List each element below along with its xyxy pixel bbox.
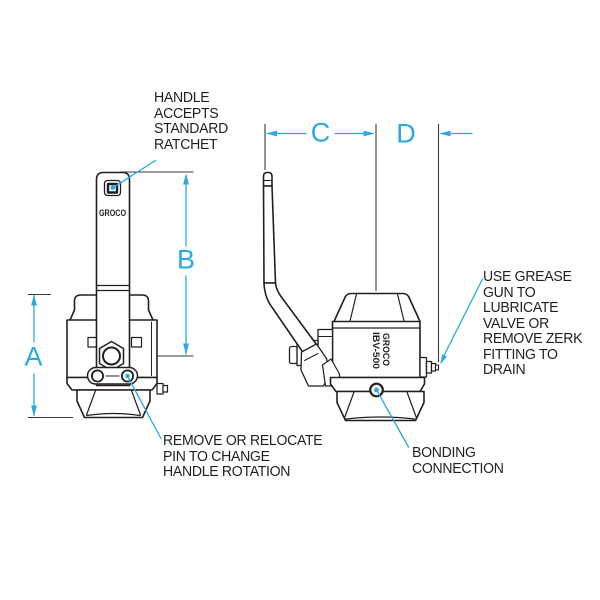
- pipe-hex-nut: [76, 389, 151, 419]
- body-brand-text: GROCO: [381, 333, 391, 366]
- dim-a-arrow-down: [31, 405, 37, 417]
- dimension-label-c: C: [310, 116, 331, 147]
- dim-b-arrow-down: [183, 343, 189, 355]
- hex-facet: [343, 391, 355, 419]
- pipe-hex-nut: [336, 390, 425, 422]
- dimension-graphics: [31, 130, 484, 448]
- zerk-fitting-neck: [430, 362, 437, 372]
- pin-note: REMOVE OR RELOCATE PIN TO CHANGE HANDLE …: [163, 433, 323, 481]
- dim-c-arrow-left: [266, 130, 277, 137]
- dim-a-arrow-up: [31, 294, 37, 306]
- dim-c-arrow-right: [363, 130, 375, 137]
- side-fitting-tip: [162, 384, 169, 393]
- hex-facet: [130, 389, 142, 416]
- pin-note-line: PIN TO CHANGE: [163, 448, 270, 465]
- zerk-fitting-base: [419, 356, 428, 378]
- hex-facet-arc: [86, 412, 141, 417]
- dim-b-arrow-up: [183, 173, 189, 185]
- zerk-fitting-tip: [434, 364, 440, 371]
- lever-handle-shaft: [262, 185, 277, 284]
- hex-facet: [396, 293, 405, 322]
- dimension-label-d: D: [396, 117, 416, 148]
- lever-handle-bend: [263, 282, 318, 354]
- bonding-note-line: BONDING: [412, 445, 476, 461]
- hex-facet-arc: [345, 416, 416, 420]
- bonnet-hex: [333, 292, 421, 323]
- left-valve-front-view: GROCO: [66, 171, 169, 419]
- valve-body: [331, 320, 421, 379]
- grease-note-line: FITTING TO: [483, 346, 558, 363]
- bonding-note-line: CONNECTION: [412, 460, 504, 477]
- extension-lines: [28, 124, 440, 419]
- leader-arrow-zerk: [440, 354, 447, 365]
- grease-note-line: DRAIN: [483, 362, 526, 378]
- leader-handle-note: [113, 159, 157, 188]
- bonding-note: BONDING CONNECTION: [412, 445, 504, 477]
- dimension-label-a: A: [24, 340, 43, 371]
- hex-facet: [349, 293, 358, 322]
- handle-note-line: ACCEPTS: [154, 105, 219, 122]
- lever-handle-tip: [262, 171, 273, 187]
- dimension-label-b: B: [176, 243, 196, 274]
- grease-note-line: USE GREASE: [483, 269, 572, 285]
- hex-facet: [85, 389, 97, 416]
- leader-pin-note: [127, 377, 162, 440]
- leader-bonding-note: [377, 391, 410, 448]
- handle-note-line: STANDARD: [154, 121, 228, 137]
- zerk-fitting-mid: [425, 360, 433, 374]
- body-model-text: IBV-500: [371, 332, 381, 369]
- stem-end-cap: [288, 345, 298, 365]
- grease-note-line: VALVE OR: [483, 315, 549, 332]
- grease-note: USE GREASE GUN TO LUBRICATE VALVE OR REM…: [483, 269, 583, 379]
- right-valve-side-view: GROCO IBV-500: [262, 171, 440, 422]
- body-tab-right: [130, 336, 143, 348]
- grease-note-line: REMOVE ZERK: [483, 331, 583, 347]
- grease-note-line: LUBRICATE: [483, 300, 559, 316]
- handle-note-line: RATCHET: [154, 136, 218, 153]
- leader-dot-ratchet-hole: [110, 185, 116, 190]
- grease-note-line: GUN TO: [483, 284, 536, 301]
- pin-hole-left: [91, 369, 105, 383]
- side-fitting: [156, 382, 164, 395]
- handle-note-line: HANDLE: [154, 90, 210, 106]
- leader-grease-note: [442, 278, 484, 359]
- hex-facet: [406, 391, 418, 419]
- pin-note-line: HANDLE ROTATION: [163, 464, 291, 480]
- leader-dot-pin: [125, 373, 130, 379]
- dim-d-arrow-left: [439, 130, 451, 137]
- pin-note-line: REMOVE OR RELOCATE: [163, 433, 323, 449]
- handle-brand-text: GROCO: [99, 208, 126, 219]
- foot-line: [304, 353, 319, 361]
- leader-dot-bonding: [374, 387, 379, 393]
- handle-note: HANDLE ACCEPTS STANDARD RATCHET: [154, 90, 228, 153]
- stem-circle: [102, 346, 121, 366]
